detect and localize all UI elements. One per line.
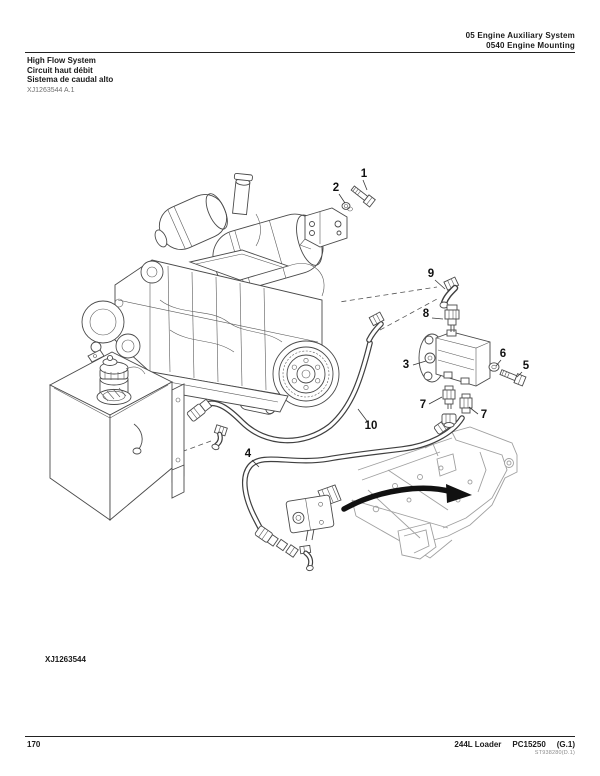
title-english: High Flow System <box>27 56 96 65</box>
callout-3: 3 <box>403 359 409 371</box>
footer-right: 244L Loader PC15250 (G.1) ST938280(D.1) <box>454 740 575 758</box>
footer-doc-code: ST938280(D.1) <box>534 750 575 756</box>
callout-numbers: 1 2 3 4 5 6 7 7 8 9 10 <box>245 168 530 460</box>
connector-block <box>285 484 342 542</box>
tank-elbow-fitting <box>211 424 228 451</box>
nut-7a <box>441 413 457 428</box>
callout-9: 9 <box>428 268 434 280</box>
fitting-8 <box>444 304 460 332</box>
mounting-bracket <box>299 207 348 250</box>
callout-5: 5 <box>523 360 530 372</box>
footer-rule <box>25 736 575 737</box>
loader-frame-illustration <box>351 418 518 560</box>
callout-8: 8 <box>423 308 430 320</box>
pump-3 <box>418 329 491 387</box>
elbow-fitting-9 <box>439 276 460 309</box>
callout-7b: 7 <box>481 409 487 421</box>
figure-reference: XJ1263544 A.1 <box>27 87 75 94</box>
footer-revision: (G.1) <box>556 740 575 749</box>
footer-catalog: PC15250 <box>512 740 546 749</box>
callout-1: 1 <box>361 168 368 180</box>
callout-7a: 7 <box>420 399 426 411</box>
fitting-7a <box>442 385 456 409</box>
page-header: 05 Engine Auxiliary System 0540 Engine M… <box>466 31 575 51</box>
header-subsection: 0540 Engine Mounting <box>486 41 575 50</box>
hydraulic-tank <box>49 349 185 521</box>
figure-caption: XJ1263544 <box>45 655 86 664</box>
page-number: 170 <box>27 740 41 749</box>
bolt-1 <box>350 185 376 208</box>
callout-4: 4 <box>245 448 252 460</box>
hose-4-coupling <box>254 525 279 547</box>
direction-arrow <box>341 484 472 512</box>
hose-10-coupling <box>186 398 213 422</box>
washer-2 <box>341 202 353 212</box>
frame-elbow-fitting <box>299 544 314 572</box>
header-rule <box>25 52 575 53</box>
title-spanish: Sistema de caudal alto <box>27 75 114 84</box>
fitting-7b <box>459 393 473 414</box>
callout-2: 2 <box>333 182 339 194</box>
callout-leaders <box>251 179 523 468</box>
header-section: 05 Engine Auxiliary System <box>465 31 575 40</box>
hose-10 <box>186 311 385 451</box>
title-french: Circuit haut débit <box>27 65 93 75</box>
title-block: High Flow System Circuit haut débit Sist… <box>27 56 113 85</box>
callout-10: 10 <box>365 420 378 432</box>
footer-model: 244L Loader <box>454 740 502 749</box>
hose-4 <box>241 415 465 572</box>
callout-6: 6 <box>500 348 506 360</box>
